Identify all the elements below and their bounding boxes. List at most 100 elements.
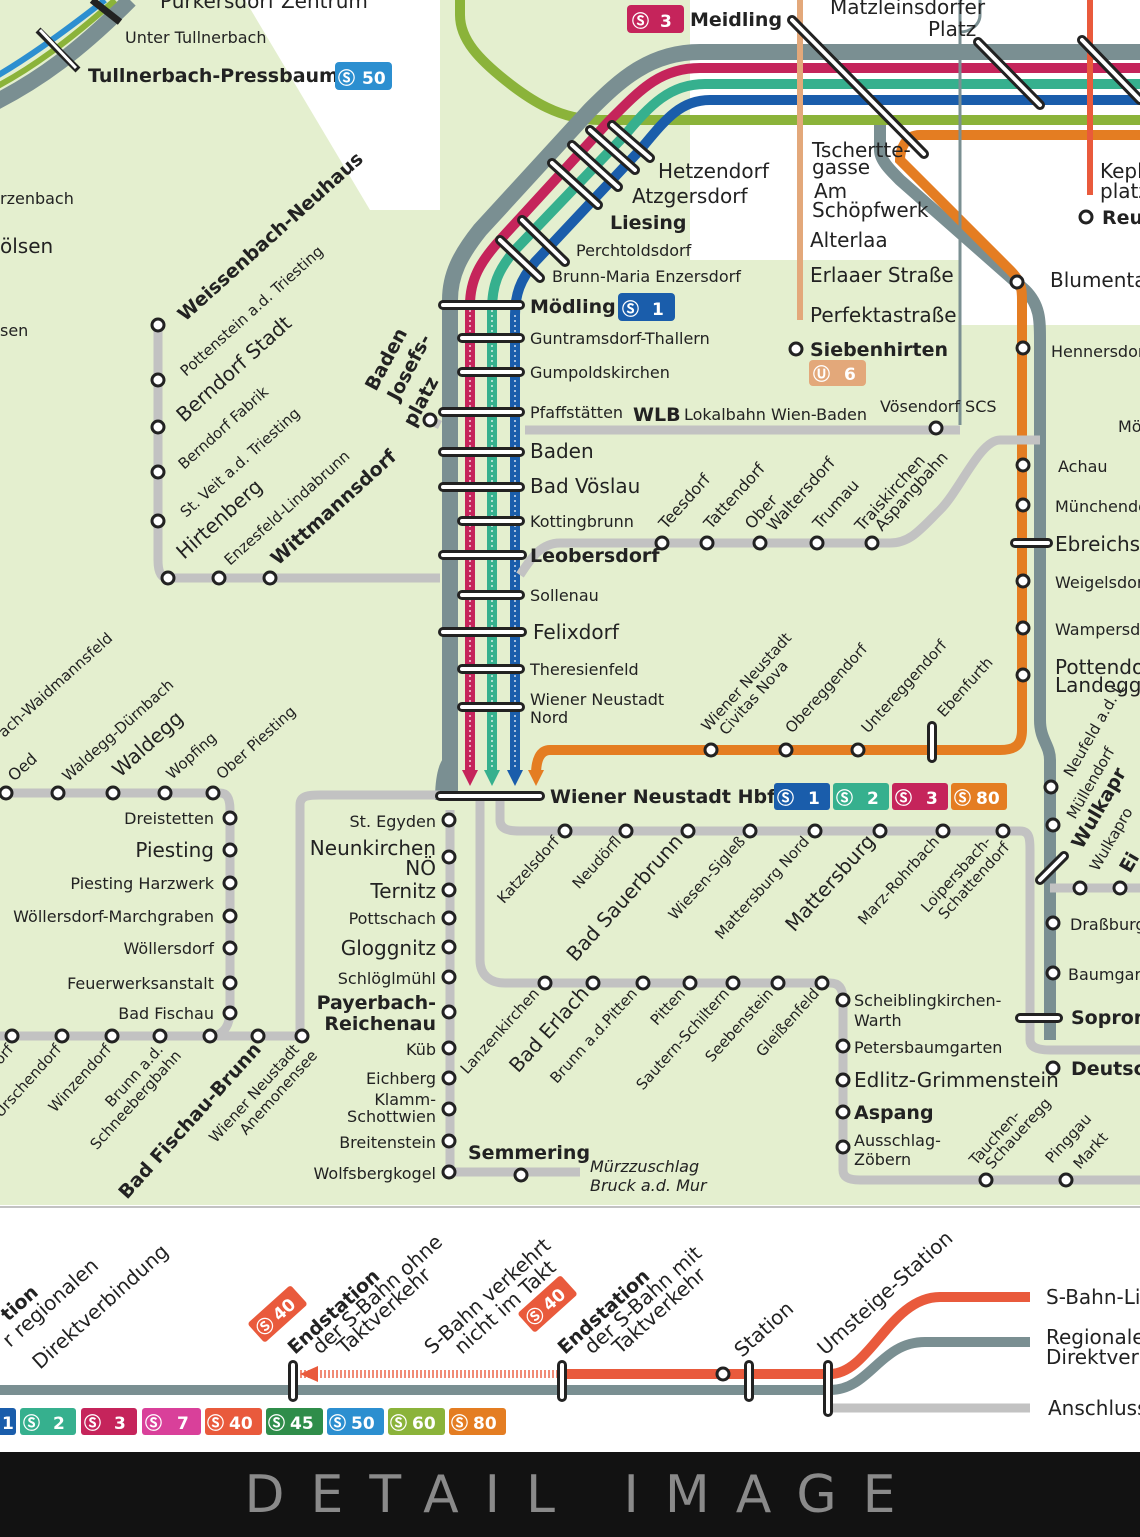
- station-moedling: Mödling: [530, 296, 616, 318]
- svg-text:50: 50: [362, 69, 386, 89]
- station-perfekta: Perfektastraße: [810, 303, 957, 327]
- station-petersbaumgarten: Petersbaumgarten: [854, 1038, 1002, 1057]
- badge-s1-moedling: Ⓢ 1: [618, 293, 675, 321]
- station-blumental: Blumenta: [1050, 268, 1140, 292]
- station-edlitz: Edlitz-Grimmenstein: [854, 1068, 1059, 1092]
- s-bahn-icon: Ⓢ: [777, 788, 794, 809]
- station-leobersdorf: Leobersdorf: [530, 545, 660, 567]
- station-kepler-2: platz: [1100, 179, 1140, 203]
- svg-text:45: 45: [290, 1414, 314, 1434]
- badge-s50-tullnerbach: Ⓢ 50: [335, 62, 392, 90]
- svg-text:Achau: Achau: [1058, 457, 1108, 476]
- station-am-schoepfwerk-1: Am: [814, 179, 847, 203]
- svg-text:Bad Fischau: Bad Fischau: [118, 1004, 214, 1023]
- station-rzenbach: rzenbach: [0, 189, 74, 208]
- detail-image-banner: DETAIL IMAGE: [0, 1452, 1140, 1537]
- station-am-schoepfwerk-2: Schöpfwerk: [812, 198, 929, 222]
- hbf-badges: Ⓢ 1 Ⓢ 2 Ⓢ 3 Ⓢ 80: [774, 783, 1007, 810]
- station-voesendorf: Vösendorf SCS: [880, 397, 997, 416]
- svg-text:80: 80: [976, 789, 1000, 809]
- station-hetzendorf: Hetzendorf: [658, 159, 770, 183]
- svg-text:Küb: Küb: [406, 1040, 436, 1059]
- svg-text:80: 80: [473, 1414, 497, 1434]
- svg-text:Payerbach-: Payerbach-: [317, 992, 436, 1014]
- svg-text:Reichenau: Reichenau: [324, 1013, 436, 1035]
- station-purkersdorf: Purkersdorf Zentrum: [160, 0, 368, 13]
- station-gumpoldskirchen: Gumpoldskirchen: [530, 363, 670, 382]
- station-siebenhirten: Siebenhirten: [810, 339, 948, 361]
- svg-text:Feuerwerksanstalt: Feuerwerksanstalt: [67, 974, 214, 993]
- svg-text:Baumgart: Baumgart: [1068, 965, 1140, 984]
- station-brunn: Brunn-Maria Enzersdorf: [552, 267, 741, 286]
- wlb-description: Lokalbahn Wien-Baden: [684, 405, 867, 424]
- svg-text:50: 50: [351, 1414, 375, 1434]
- station-perchtoldsdorf: Perchtoldsdorf: [576, 241, 692, 260]
- station-wn-hbf: Wiener Neustadt Hbf: [550, 786, 776, 808]
- svg-text:1: 1: [2, 1414, 14, 1434]
- station-matzleinsdorfer-2: Platz: [928, 17, 976, 41]
- svg-text:3: 3: [926, 789, 938, 809]
- s-bahn-icon: Ⓢ: [268, 1413, 285, 1434]
- station-baden: Baden: [530, 439, 594, 463]
- legend-sbahn-label: S-Bahn-Lin: [1046, 1285, 1140, 1309]
- svg-text:Wöllersdorf-Marchgraben: Wöllersdorf-Marchgraben: [13, 907, 214, 926]
- legend-sbahn-line: [560, 1292, 1030, 1379]
- svg-text:Hennersdor: Hennersdor: [1051, 342, 1140, 361]
- station-atzgersdorf: Atzgersdorf: [632, 184, 748, 208]
- svg-text:Ternitz: Ternitz: [369, 879, 436, 903]
- svg-text:St. Egyden: St. Egyden: [350, 812, 436, 831]
- svg-text:3: 3: [114, 1414, 126, 1434]
- svg-text:Deutsc: Deutsc: [1071, 1058, 1140, 1080]
- svg-text:Schlöglmühl: Schlöglmühl: [338, 969, 436, 988]
- svg-text:NÖ: NÖ: [405, 856, 436, 880]
- white-area-left: [245, 0, 440, 210]
- legend-regional-line: [0, 1337, 1030, 1395]
- svg-text:Gloggnitz: Gloggnitz: [341, 936, 436, 960]
- svg-text:Weigelsdor: Weigelsdor: [1055, 573, 1140, 592]
- legend-regional-label-2: Direktverb: [1046, 1345, 1140, 1369]
- station-aspang: Aspang: [854, 1102, 934, 1124]
- station-wn-nord-1: Wiener Neustadt: [530, 690, 664, 709]
- svg-text:2: 2: [867, 789, 879, 809]
- s-bahn-icon: Ⓢ: [632, 11, 649, 32]
- u-bahn-icon: Ⓤ: [813, 364, 830, 385]
- svg-text:40: 40: [229, 1414, 253, 1434]
- svg-text:7: 7: [177, 1414, 189, 1434]
- s-bahn-icon: Ⓢ: [207, 1413, 224, 1434]
- city-side-lines: [435, 0, 1140, 1040]
- s-bahn-icon: Ⓢ: [329, 1413, 346, 1434]
- svg-text:Klamm-: Klamm-: [374, 1090, 436, 1109]
- svg-text:1: 1: [808, 789, 820, 809]
- s-bahn-icon: Ⓢ: [451, 1413, 468, 1434]
- station-scheiblingkirchen-1: Scheiblingkirchen-: [854, 991, 1001, 1010]
- station-sen: sen: [0, 321, 28, 340]
- station-erlaaer: Erlaaer Straße: [810, 263, 954, 287]
- svg-text:Neunkirchen: Neunkirchen: [310, 836, 436, 860]
- station-theresienfeld: Theresienfeld: [529, 660, 639, 679]
- station-wn-nord-2: Nord: [530, 708, 568, 727]
- svg-text:1: 1: [652, 300, 664, 320]
- suedbahn-west-labels: St. Egyden Neunkirchen NÖ Ternitz Pottsc…: [310, 812, 436, 1183]
- s-bahn-icon: Ⓢ: [84, 1413, 101, 1434]
- label-bruck: Bruck a.d. Mur: [590, 1176, 708, 1195]
- s-bahn-icon: Ⓢ: [338, 68, 355, 89]
- badge-s3-meidling: Ⓢ 3: [627, 5, 684, 33]
- svg-text:Ebreichsd: Ebreichsd: [1055, 532, 1140, 556]
- station-guntramsdorf: Guntramsdorf-Thallern: [530, 329, 710, 348]
- piesting-station-labels: Dreistetten Piesting Piesting Harzwerk W…: [13, 809, 215, 1023]
- station-sollenau: Sollenau: [530, 586, 599, 605]
- station-unter-tullnerbach: Unter Tullnerbach: [125, 28, 266, 47]
- s-bahn-icon: Ⓢ: [390, 1413, 407, 1434]
- s-bahn-icon: Ⓢ: [895, 788, 912, 809]
- svg-text:Piesting Harzwerk: Piesting Harzwerk: [70, 874, 214, 893]
- svg-text:Wolfsbergkogel: Wolfsbergkogel: [314, 1164, 436, 1183]
- pottendorf-line-labels: Hennersdor Achau Münchendo Ebreichsd Wei…: [1051, 342, 1140, 697]
- station-alterlaa: Alterlaa: [810, 228, 888, 252]
- station-scheiblingkirchen-2: Warth: [854, 1011, 902, 1030]
- station-tullnerbach: Tullnerbach-Pressbaum: [88, 65, 339, 87]
- station-meidling: Meidling: [690, 9, 782, 31]
- station-semmering: Semmering: [468, 1142, 590, 1164]
- s-bahn-icon: Ⓢ: [622, 299, 639, 320]
- station-tscherttegasse-2: gasse: [812, 155, 870, 179]
